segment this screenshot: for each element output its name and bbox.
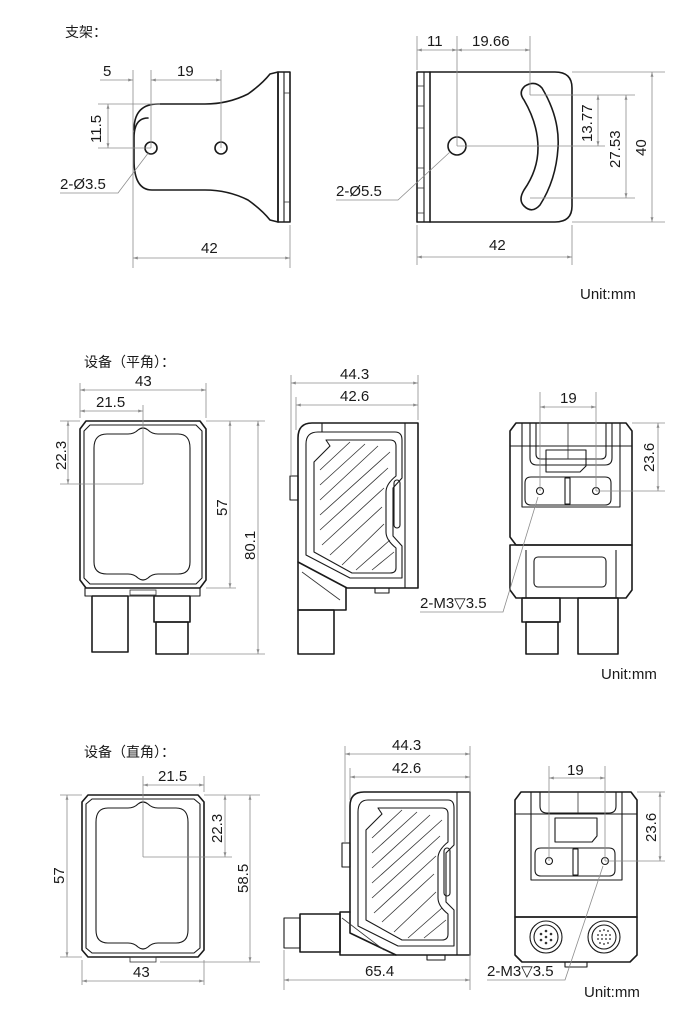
dim-label: 2-M3▽3.5 xyxy=(420,595,487,612)
dim-label: 21.5 xyxy=(96,394,125,411)
dim-label: 44.3 xyxy=(392,737,421,754)
dim-label: 42 xyxy=(489,237,506,254)
connector-icon xyxy=(299,913,341,953)
dim-label: 80.1 xyxy=(242,531,259,560)
dim-label: 2-Ø3.5 xyxy=(60,176,106,193)
bracket-top-outline xyxy=(416,71,573,223)
dim-label: 42.6 xyxy=(340,388,369,405)
dim-label: 58.5 xyxy=(235,864,252,893)
connector-icon xyxy=(153,595,191,623)
bracket-unit-label: Unit:mm xyxy=(580,286,636,303)
device-rear-body xyxy=(509,422,633,546)
dim-label: 22.3 xyxy=(53,441,70,470)
dim-label: 44.3 xyxy=(340,366,369,383)
m12-connector-17pin-icon xyxy=(587,920,621,954)
device-flat-side-view: 44.3 42.6 xyxy=(289,366,419,655)
connector-icon xyxy=(91,595,129,653)
dim-label: 2-M3▽3.5 xyxy=(487,963,554,980)
dim-label: 13.77 xyxy=(579,104,596,142)
dim-label: 27.53 xyxy=(607,130,624,168)
device-right-angle-heading: 设备（直角）： xyxy=(84,745,175,761)
connector-pins xyxy=(539,929,553,945)
dim-label: 22.3 xyxy=(209,814,226,843)
dim-label: 40 xyxy=(633,139,650,156)
heat-sink-icon xyxy=(313,439,397,574)
dim-label: 5 xyxy=(103,63,111,80)
dim-label: 23.6 xyxy=(643,813,660,842)
connector-icon xyxy=(577,597,619,655)
device-front-body xyxy=(81,794,205,958)
lens-window-icon xyxy=(95,801,189,950)
lens-window-icon xyxy=(93,427,191,581)
device-right-angle-side-view: 44.3 42.6 65.4 xyxy=(283,737,471,990)
connector-icon xyxy=(297,609,335,655)
bracket-slot-icon xyxy=(520,82,559,211)
dim-label: 19.66 xyxy=(472,33,510,50)
device-right-angle-rear-view: 19 23.6 2-M3▽3.5 xyxy=(487,762,665,981)
device-flat-unit-label: Unit:mm xyxy=(601,666,657,683)
heat-sink-fins xyxy=(371,809,447,939)
bracket-side-outline xyxy=(133,71,279,223)
device-rear-body xyxy=(514,791,638,918)
connector-pins xyxy=(597,929,611,945)
dim-label: 42 xyxy=(201,240,218,257)
device-right-angle-front-view: 21.5 22.3 57 58.5 43 xyxy=(51,768,260,985)
dim-label: 65.4 xyxy=(365,963,394,980)
dim-label: 19 xyxy=(560,390,577,407)
heat-sink-fins xyxy=(319,441,395,571)
mount-plate-icon xyxy=(524,476,612,506)
heat-sink-icon xyxy=(365,807,449,941)
dim-label: 2-Ø5.5 xyxy=(336,183,382,200)
device-flat-front-view: 43 21.5 22.3 57 80.1 xyxy=(53,373,265,655)
dim-label: 57 xyxy=(51,867,68,884)
dim-label: 23.6 xyxy=(641,443,658,472)
device-right-angle-unit-label: Unit:mm xyxy=(584,984,640,1001)
dim-label: 42.6 xyxy=(392,760,421,777)
dim-label: 19 xyxy=(177,63,194,80)
dim-label: 11.5 xyxy=(88,115,105,143)
mount-plate-icon xyxy=(534,847,616,877)
dim-label: 43 xyxy=(133,964,150,981)
dim-label: 57 xyxy=(214,499,231,516)
dim-label: 11 xyxy=(427,33,443,50)
bracket-heading: 支架： xyxy=(65,25,107,41)
connector-icon xyxy=(521,597,561,623)
dim-label: 19 xyxy=(567,762,584,779)
device-flat-heading: 设备（平角）： xyxy=(84,355,175,371)
dim-label: 21.5 xyxy=(158,768,187,785)
device-flat-rear-view: 19 23.6 2-M3▽3.5 xyxy=(420,390,665,655)
bracket-top-view: 11 19.66 13.77 27.53 40 2-Ø5.5 42 xyxy=(336,33,665,265)
m12-connector-8pin-icon xyxy=(529,920,563,954)
bracket-side-view: 5 19 11.5 2-Ø3.5 42 xyxy=(60,63,291,268)
dim-label: 43 xyxy=(135,373,152,390)
